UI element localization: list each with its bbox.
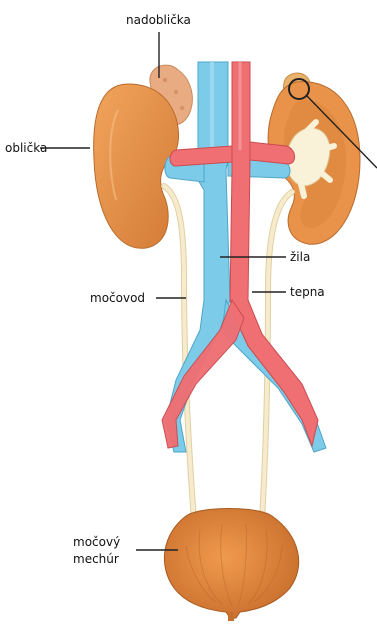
label-ureter: močovod bbox=[90, 291, 145, 306]
label-bladder-line2: mechúr bbox=[73, 552, 119, 567]
label-artery: tepna bbox=[290, 285, 325, 300]
label-vein: žila bbox=[290, 250, 310, 265]
urinary-bladder bbox=[164, 509, 298, 622]
label-bladder-line1: močový bbox=[73, 535, 120, 550]
label-adrenal-gland: nadoblička bbox=[126, 13, 191, 28]
label-kidney: oblička bbox=[5, 141, 47, 156]
